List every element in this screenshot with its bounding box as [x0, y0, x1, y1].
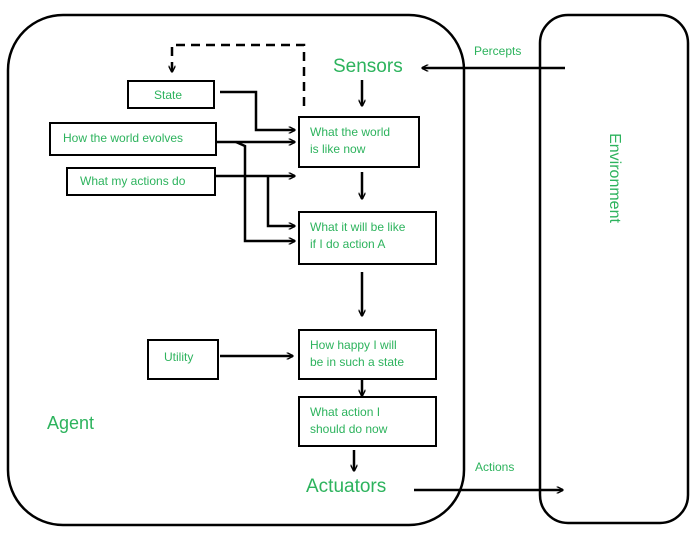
how-happy-line-2: be in such a state [310, 355, 405, 370]
what-it-will-be-like-text: What it will be like if I do action A [310, 219, 405, 254]
feedback-dashed-line [172, 43, 306, 106]
evolves-to-future-arrow [235, 140, 295, 241]
what-it-will-be-line-2: if I do action A [310, 237, 386, 252]
what-world-is-like-now-text: What the world is like now [310, 124, 390, 159]
environment-boundary [538, 13, 690, 525]
what-it-will-be-line-1: What it will be like [310, 220, 406, 234]
actuators-label: Actuators [306, 476, 387, 497]
what-world-line-1: What the world [310, 125, 391, 139]
what-action-text: What action I should do now [310, 404, 387, 439]
what-it-will-be-like-box [298, 211, 437, 265]
what-action-line-1: What action I [310, 405, 381, 419]
how-world-evolves-box [49, 122, 217, 156]
environment-label: Environment [606, 133, 623, 223]
what-world-is-like-now-box [298, 116, 420, 168]
state-box [127, 80, 215, 109]
how-happy-text: How happy I will be in such a state [310, 337, 404, 372]
actions-label: Actions [475, 460, 515, 474]
agent-boundary [6, 13, 466, 527]
state-to-world-arrow [220, 90, 295, 130]
what-my-actions-do-box [66, 167, 216, 196]
percepts-label: Percepts [474, 44, 522, 58]
what-action-line-2: should do now [310, 422, 388, 437]
utility-text: Utility [164, 350, 194, 364]
actions-do-to-future-arrow [266, 176, 295, 226]
how-happy-box [298, 329, 437, 380]
state-text: State [154, 88, 183, 102]
utility-box [147, 339, 219, 380]
how-world-evolves-text: How the world evolves [63, 131, 184, 145]
what-world-line-2: is like now [310, 142, 366, 157]
how-happy-line-1: How happy I will [310, 338, 397, 352]
what-my-actions-do-text: What my actions do [80, 174, 186, 188]
what-action-box [298, 396, 437, 447]
agent-label: Agent [47, 413, 95, 433]
sensors-label: Sensors [333, 56, 403, 77]
